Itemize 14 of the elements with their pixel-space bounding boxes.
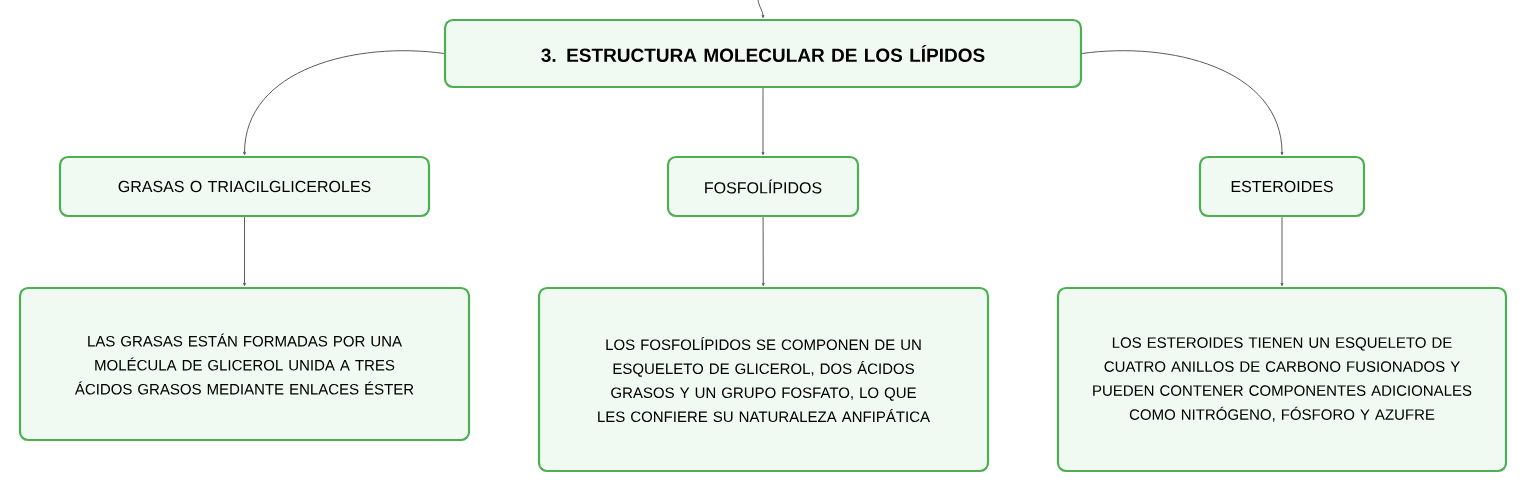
- description-box: LOS FOSFOLÍPIDOS SE COMPONEN DE UN ESQUELETO DE GLICEROL, DOS ÁCIDOS GRASOS Y UN GRUPO FOSFATO, LO QUE LES CONFIERE SU NATURALEZA ANFIPÁTICA: [537, 286, 990, 473]
- category-box: FOSFOLÍPIDOS: [666, 155, 860, 218]
- arrow: [243, 50, 445, 156]
- arrow: [761, 87, 765, 156]
- description-box: LOS ESTEROIDES TIENEN UN ESQUELETO DE CUATRO ANILLOS DE CARBONO FUSIONADOS Y PUEDEN CONTENER COMPONENTES ADICIONALES COMO NITRÓGENO, FÓSFORO Y AZUFRE: [1056, 286, 1508, 473]
- title-box: 3. ESTRUCTURA MOLECULAR DE LOS LÍPIDOS: [443, 18, 1083, 89]
- description-box: LAS GRASAS ESTÁN FORMADAS POR UNA MOLÉCULA DE GLICEROL UNIDA A TRES ÁCIDOS GRASOS MEDIANTE ENLACES ÉSTER: [18, 286, 471, 442]
- category-box: ESTEROIDES: [1198, 155, 1366, 218]
- arrow: [1280, 216, 1284, 287]
- arrow: [243, 216, 246, 287]
- arrow: [1081, 50, 1284, 156]
- category-box: GRASAS O TRIACILGLICEROLES: [58, 155, 431, 218]
- arrow: [761, 216, 765, 287]
- arrow: [757, 0, 765, 19]
